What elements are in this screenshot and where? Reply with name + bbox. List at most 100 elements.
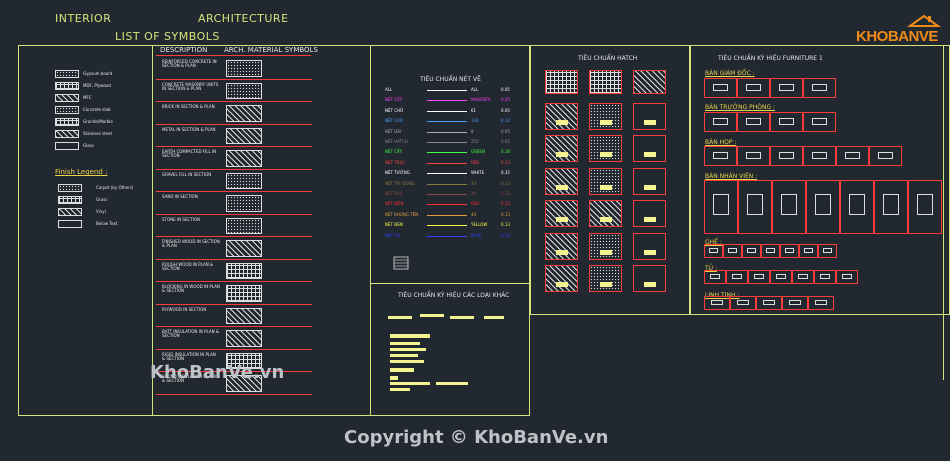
furniture-symbol-icon bbox=[785, 248, 794, 253]
line-sample bbox=[427, 90, 467, 91]
line-weight: 0.35 bbox=[501, 170, 510, 176]
material-label: BRICK IN SECTION & PLAN bbox=[162, 104, 215, 109]
furniture-symbol-icon bbox=[778, 151, 795, 159]
material-label: EARTH COMPACTED FILL IN SECTION bbox=[162, 149, 217, 158]
title-architecture: ARCHITECTURE bbox=[198, 12, 289, 25]
line-name: ALL bbox=[385, 87, 393, 92]
line-sample bbox=[427, 100, 467, 102]
hatch-tag bbox=[600, 217, 612, 222]
furniture-symbol-icon bbox=[745, 117, 762, 125]
line-color: 44 bbox=[471, 211, 477, 217]
material-symbol bbox=[226, 82, 262, 99]
title-list-of-symbols: LIST OF SYMBOLS bbox=[115, 30, 220, 43]
row-divider bbox=[156, 191, 312, 192]
furniture-symbol-icon bbox=[745, 151, 762, 159]
furniture-symbol-icon bbox=[917, 194, 933, 215]
section-divider bbox=[370, 283, 530, 284]
watermark: KhoBanVe.vn bbox=[150, 362, 285, 383]
hatch-tag bbox=[644, 282, 656, 287]
furniture-cell bbox=[869, 146, 902, 166]
material-label: BLOCKING IN WOOD IN PLAN & SECTION bbox=[162, 284, 220, 293]
line-name: NÉT CHỮ bbox=[385, 107, 404, 113]
hatch-sample bbox=[545, 265, 578, 292]
furniture-cell bbox=[756, 296, 782, 310]
legend-swatch bbox=[55, 106, 79, 114]
hatch-sample bbox=[545, 167, 578, 195]
legend-swatch bbox=[55, 94, 79, 102]
furniture-cell bbox=[770, 112, 803, 132]
finish-label: Vinyl bbox=[96, 209, 106, 214]
furniture-cell bbox=[799, 244, 818, 258]
furniture-title: TIÊU CHUẨN KÝ HIỆU FURNITURE 1 bbox=[718, 55, 823, 62]
furniture-cell bbox=[704, 244, 723, 258]
hatch-sample bbox=[545, 135, 578, 162]
line-name: NÉT HATCH bbox=[385, 139, 408, 144]
furniture-symbol-icon bbox=[883, 194, 899, 215]
hatch-tag bbox=[644, 249, 656, 255]
material-label: FINISHED WOOD IN SECTION & PLAN bbox=[162, 239, 220, 248]
line-weight: 0.13 bbox=[501, 180, 510, 186]
furniture-cell bbox=[840, 180, 874, 234]
hatch-tag bbox=[644, 152, 656, 157]
column-header-arch: ARCH. MATERIAL SYMBOLS bbox=[224, 46, 318, 54]
furniture-cell bbox=[814, 270, 836, 284]
furniture-group-label: BÀN TRƯỞNG PHÒNG : bbox=[705, 104, 776, 111]
material-label: ROUGH WOOD IN PLAN & SECTION bbox=[162, 261, 214, 271]
material-symbol bbox=[226, 150, 262, 167]
furniture-cell bbox=[770, 78, 803, 98]
line-color: MAGENTA bbox=[471, 97, 491, 103]
material-label: RIGID INSULATION IN PLAN & SECTION bbox=[162, 351, 216, 361]
line-sample bbox=[427, 142, 467, 143]
hatch-standard-title: TIÊU CHUẨN HATCH bbox=[578, 55, 638, 62]
furniture-symbol-icon bbox=[728, 248, 737, 253]
furniture-symbol-icon bbox=[778, 83, 795, 91]
furniture-group-label: BÀN HỌP : bbox=[705, 139, 737, 146]
furniture-symbol-icon bbox=[811, 117, 828, 125]
furniture-symbol-icon bbox=[712, 151, 729, 159]
furniture-cell bbox=[704, 146, 737, 166]
furniture-cell bbox=[748, 270, 770, 284]
furniture-cell bbox=[738, 180, 772, 234]
line-weight: 0.18 bbox=[501, 149, 510, 155]
material-label: REINFORCED CONCRETE IN SECTION & PLAN bbox=[162, 59, 217, 68]
legend-swatch bbox=[55, 70, 79, 78]
stair-symbol-icon bbox=[393, 256, 409, 270]
furniture-cell bbox=[803, 146, 836, 166]
furniture-grid bbox=[704, 78, 944, 318]
legend-swatch bbox=[55, 142, 79, 150]
logo: KHOBANVE bbox=[852, 12, 942, 54]
hatch-sample bbox=[633, 167, 666, 195]
material-label: GRAVEL FILL IN SECTION bbox=[162, 171, 212, 177]
furniture-cell bbox=[803, 112, 836, 132]
furniture-cell bbox=[836, 146, 869, 166]
material-symbol bbox=[226, 285, 262, 302]
line-sample bbox=[427, 162, 467, 164]
line-sample bbox=[427, 152, 467, 154]
house-logo-icon bbox=[906, 14, 942, 27]
line-name: NÉT TRỤC bbox=[385, 159, 406, 165]
furniture-cell bbox=[737, 146, 770, 166]
material-symbol bbox=[226, 195, 262, 212]
column-header-description: DESCRIPTION bbox=[160, 46, 208, 54]
furniture-symbol-icon bbox=[798, 274, 808, 279]
line-standard-title: TIÊU CHUẨN NÉT VẼ bbox=[420, 76, 481, 83]
line-name: NÉT CẮT bbox=[385, 97, 403, 103]
line-color: 44 bbox=[471, 180, 477, 186]
furniture-symbol-icon bbox=[732, 274, 742, 279]
hatch-sample bbox=[589, 200, 622, 227]
finish-label: Grass bbox=[96, 197, 108, 202]
hatch-tag bbox=[556, 217, 568, 222]
hatch-sample bbox=[633, 265, 666, 292]
material-symbol bbox=[226, 240, 262, 257]
line-weight: 0.13 bbox=[501, 222, 510, 228]
hatch-sample bbox=[633, 200, 666, 227]
material-symbol bbox=[226, 352, 262, 369]
furniture-symbol-icon bbox=[849, 194, 865, 215]
legend-swatch bbox=[55, 118, 79, 126]
line-sample bbox=[427, 131, 467, 133]
row-divider bbox=[156, 393, 312, 395]
line-sample bbox=[427, 204, 467, 206]
line-weight: 0.05 bbox=[501, 107, 510, 113]
copyright-text: Copyright © KhoBanVe.vn bbox=[344, 427, 609, 448]
